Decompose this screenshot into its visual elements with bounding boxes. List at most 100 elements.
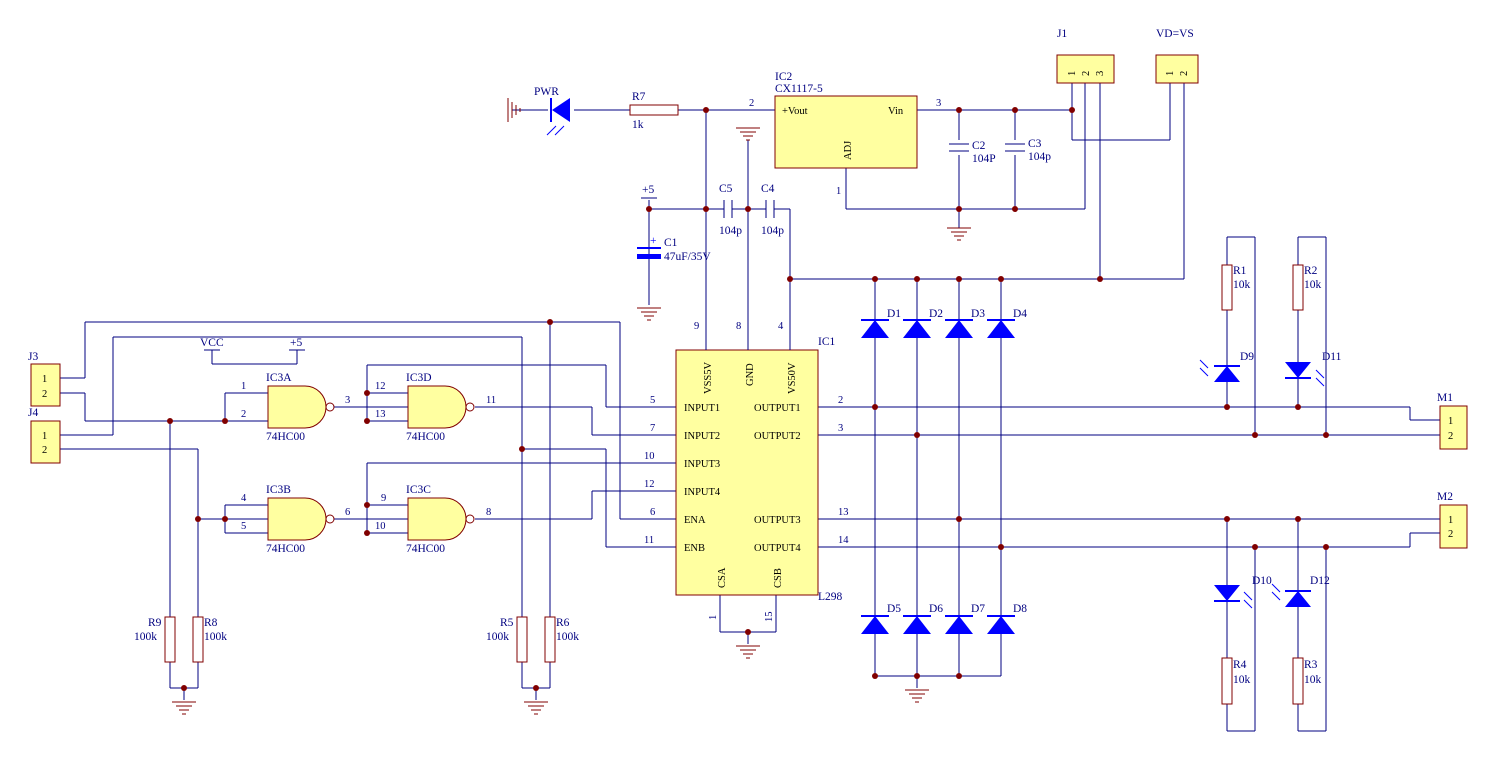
j1-pin-3: 3: [1095, 71, 1106, 76]
j3-pin-2: 2: [42, 389, 47, 400]
d12-label: D12: [1310, 575, 1330, 587]
ic1-num-14: 14: [838, 535, 849, 546]
pwr-led-label: PWR: [534, 86, 559, 98]
ic1-num-11: 11: [644, 535, 654, 546]
d10-label: D10: [1252, 575, 1272, 587]
gate-ic3a-value: 74HC00: [266, 431, 305, 443]
gate-ic3a-in2: 2: [241, 409, 246, 420]
gate-ic3d-in2: 13: [375, 409, 386, 420]
gate-ic3d-out: 11: [486, 395, 496, 406]
j1-pin-1: 1: [1067, 71, 1078, 76]
ic2-ref: IC2: [775, 71, 793, 83]
gate-ic3c-in1: 9: [381, 493, 386, 504]
c1-value: 47uF/35V: [664, 251, 711, 263]
gate-ic3c-value: 74HC00: [406, 543, 445, 555]
r3-value: 10k: [1304, 674, 1322, 686]
gate-ic3b-ref: IC3B: [266, 484, 291, 496]
flyback-diodes: D1 D2 D3 D4 D5 D6 D7 D8: [860, 308, 1027, 635]
ic1-num-13: 13: [838, 507, 849, 518]
c4-ref: C4: [761, 183, 775, 195]
r8-ref: R8: [204, 617, 218, 629]
ic2-pin-vin: Vin: [888, 106, 904, 117]
c2-value: 104P: [972, 153, 996, 165]
power-ports: +5 VCC +5: [200, 184, 657, 351]
ic1-l298: IC1 L298 VSS5V GND VS50V 9 8 4 INPUT1 IN…: [644, 321, 849, 622]
gate-ic3c-in2: 10: [375, 521, 386, 532]
r3-ref: R3: [1304, 659, 1318, 671]
ic1-pin-input1: INPUT1: [684, 403, 720, 414]
r5-ref: R5: [500, 617, 514, 629]
m1-pin-1: 1: [1448, 416, 1453, 427]
ic1-num-1: 1: [708, 615, 719, 620]
d8-label: D8: [1013, 603, 1027, 615]
ic1-pin-input2: INPUT2: [684, 431, 720, 442]
c3-value: 104p: [1028, 151, 1051, 163]
d6-label: D6: [929, 603, 943, 615]
ic1-pin-output1: OUTPUT1: [754, 403, 801, 414]
ic1-num-4: 4: [778, 321, 784, 332]
vdvs-pin-2: 2: [1179, 71, 1190, 76]
ic1-pin-input4: INPUT4: [684, 487, 721, 498]
gate-ic3c-out: 8: [486, 507, 491, 518]
r4-value: 10k: [1233, 674, 1251, 686]
vdvs-pin-1: 1: [1165, 71, 1176, 76]
ic2-pin-adj: ADJ: [843, 141, 854, 160]
ic1-num-5: 5: [650, 395, 655, 406]
ic1-pin-ena: ENA: [684, 515, 706, 526]
junctions: [167, 107, 1329, 691]
j4-pin-1: 1: [42, 431, 47, 442]
ic1-num-10: 10: [644, 451, 655, 462]
r8-value: 100k: [204, 631, 227, 643]
r1-ref: R1: [1233, 265, 1247, 277]
nand-gates: IC3A 74HC00 1 2 3 IC3D 74HC00 12 13 11 I…: [241, 372, 496, 555]
m2-pin-2: 2: [1448, 529, 1453, 540]
ic1-value: L298: [818, 591, 843, 603]
c3-ref: C3: [1028, 138, 1042, 150]
ic1-pin-enb: ENB: [684, 543, 705, 554]
power-p5-a: +5: [642, 184, 654, 196]
wires: [60, 83, 1440, 732]
ic1-pin-vss5v: VSS5V: [703, 361, 714, 394]
gate-ic3b-in1: 4: [241, 493, 247, 504]
ic1-pin-csa: CSA: [717, 567, 728, 588]
gate-ic3d-value: 74HC00: [406, 431, 445, 443]
r2-ref: R2: [1304, 265, 1318, 277]
m2-ref: M2: [1437, 491, 1453, 503]
ic1-num-3: 3: [838, 423, 843, 434]
d4-label: D4: [1013, 308, 1027, 320]
r2-value: 10k: [1304, 279, 1322, 291]
gate-ic3a-out: 3: [345, 395, 350, 406]
r5-value: 100k: [486, 631, 509, 643]
ic1-num-8: 8: [736, 321, 741, 332]
d11-label: D11: [1322, 351, 1342, 363]
power-vcc: VCC: [200, 337, 224, 349]
m1-ref: M1: [1437, 392, 1453, 404]
vdvs-ref: VD=VS: [1156, 28, 1194, 40]
ic1-num-12: 12: [644, 479, 655, 490]
connectors: J1 1 2 3 VD=VS 1 2 J3 1 2 J4 1 2 M1 1 2 …: [28, 28, 1468, 549]
gate-ic3b-out: 6: [345, 507, 350, 518]
r6-value: 100k: [556, 631, 579, 643]
r4-ref: R4: [1233, 659, 1247, 671]
j1-pin-2: 2: [1081, 71, 1092, 76]
j3-ref: J3: [28, 351, 38, 363]
c4-value: 104p: [761, 225, 784, 237]
d2-label: D2: [929, 308, 943, 320]
r9-value: 100k: [134, 631, 157, 643]
gate-ic3a-in1: 1: [241, 381, 246, 392]
m2-pin-1: 1: [1448, 515, 1453, 526]
d9-label: D9: [1240, 351, 1254, 363]
ground-symbols: [171, 98, 972, 715]
r7-value: 1k: [632, 119, 644, 131]
ic1-num-9: 9: [694, 321, 699, 332]
ic1-pin-input3: INPUT3: [684, 459, 720, 470]
ic1-pin-csb: CSB: [773, 568, 784, 588]
gate-ic3a-ref: IC3A: [266, 372, 292, 384]
ic1-num-7: 7: [650, 423, 655, 434]
capacitors: + C1 47uF/35V C2 104P C3 104p C4 104p C5…: [637, 138, 1051, 263]
r7-ref: R7: [632, 91, 646, 103]
j4-pin-2: 2: [42, 445, 47, 456]
ic2-num-adj: 1: [836, 186, 841, 197]
ic2-value: CX1117-5: [775, 83, 823, 95]
